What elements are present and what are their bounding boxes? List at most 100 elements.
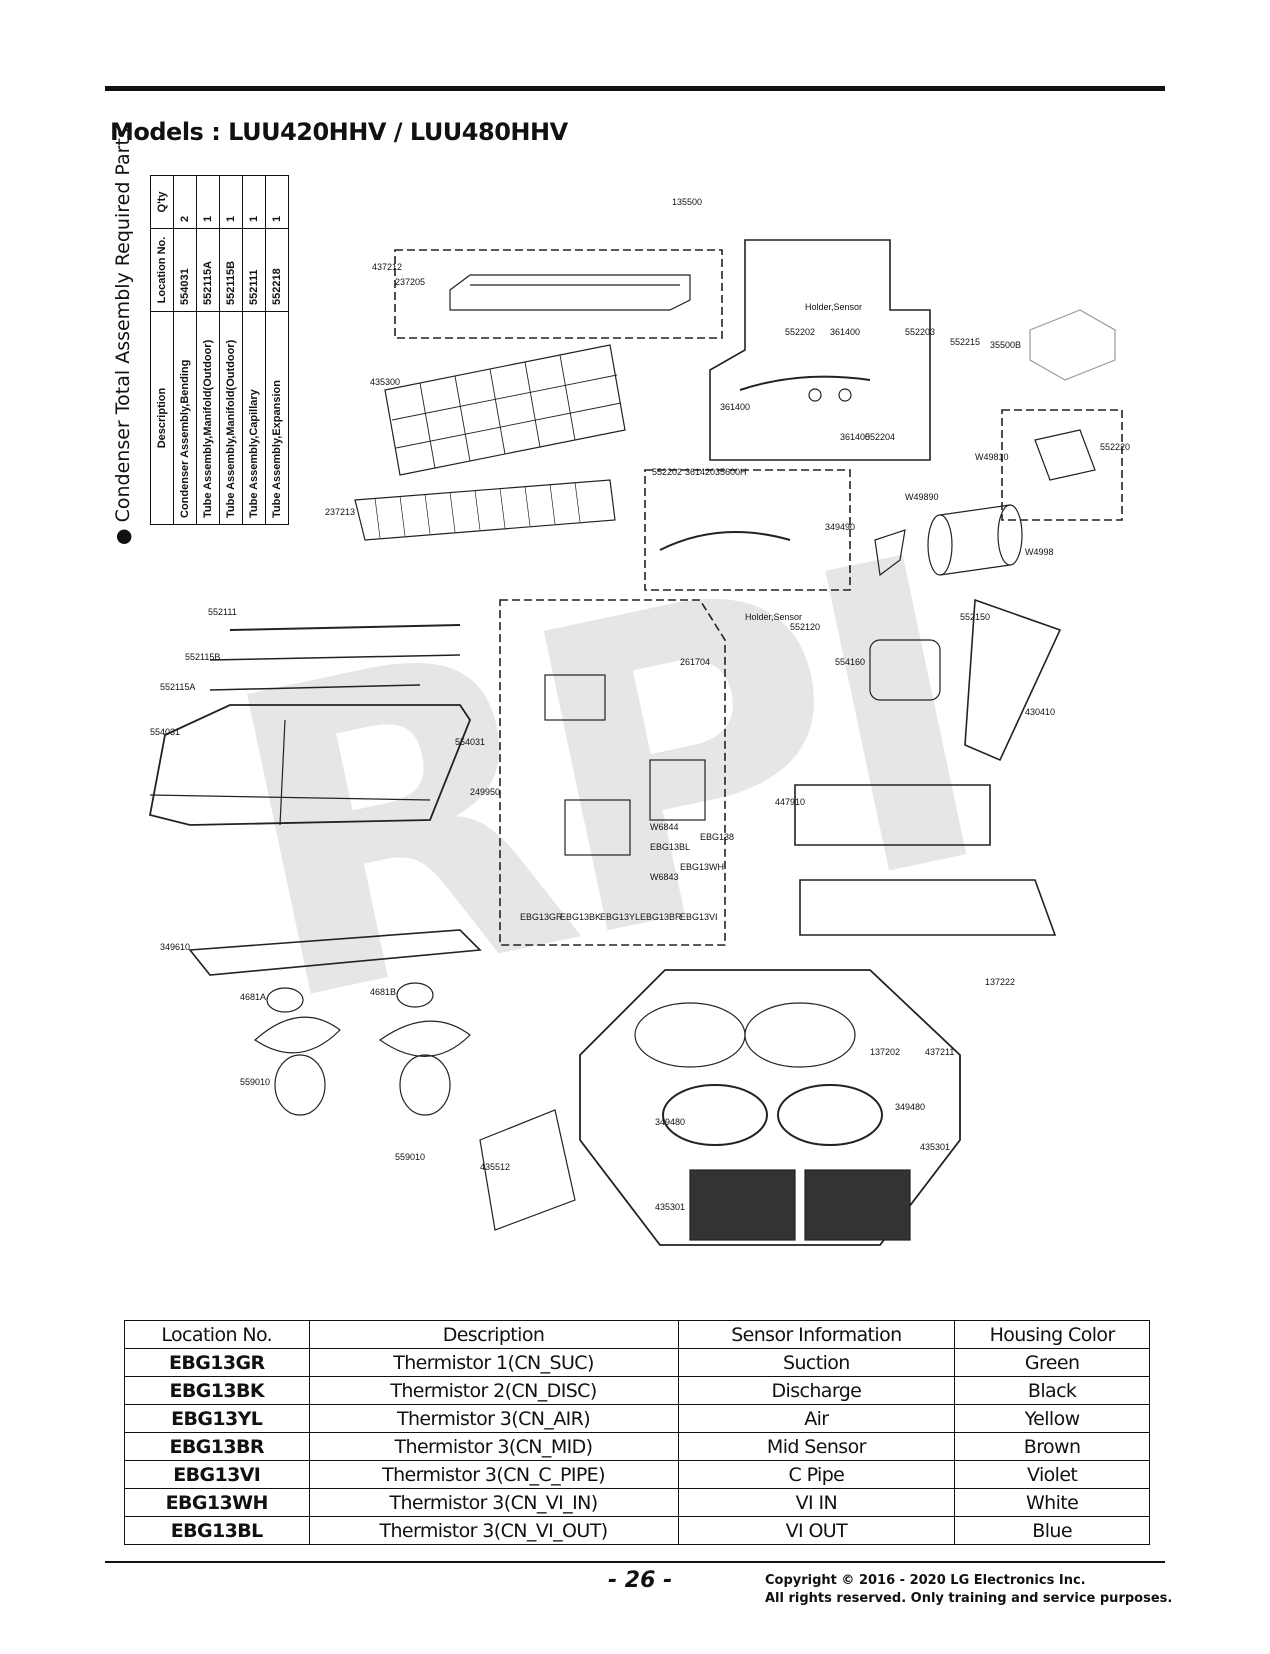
part-label: 554031 (455, 737, 485, 747)
side-panel-lower (799, 879, 1057, 936)
table-row: EBG13WH Thermistor 3(CN_VI_IN) VI IN Whi… (124, 1488, 1150, 1517)
cell: Brown (954, 1432, 1150, 1461)
part-label: 361420 (685, 467, 715, 477)
bottom-rule (105, 1561, 1165, 1563)
cover-top-right (1029, 309, 1116, 381)
part-label: 554160 (835, 657, 865, 667)
part-label: 249950 (470, 787, 500, 797)
table-row: EBG13BL Thermistor 3(CN_VI_OUT) VI OUT B… (124, 1516, 1150, 1545)
part-label: 552204 (865, 432, 895, 442)
cell: White (954, 1488, 1150, 1517)
table-row: EBG13VI Thermistor 3(CN_C_PIPE) C Pipe V… (124, 1460, 1150, 1489)
cell: Suction (677, 1348, 956, 1377)
part-label: 552115A (160, 682, 195, 692)
shroud-2 (777, 1084, 883, 1146)
cell: Thermistor 3(CN_VI_IN) (308, 1488, 679, 1517)
tube-manifold-a (209, 684, 421, 691)
part-label: 137202 (870, 1047, 900, 1057)
fan-blade-1 (254, 1016, 341, 1116)
part-label: 435301 (920, 1142, 950, 1152)
cell: Mid Sensor (677, 1432, 956, 1461)
cell: EBG13VI (124, 1460, 310, 1489)
top-panel-group (579, 969, 961, 1246)
col-description: Description (308, 1320, 679, 1349)
sensor-table: Location No. Description Sensor Informat… (124, 1320, 1150, 1545)
col-housing-color: Housing Color (954, 1320, 1150, 1349)
copyright-line-1: Copyright © 2016 - 2020 LG Electronics I… (765, 1573, 1086, 1588)
part-label: W4998 (1025, 547, 1054, 557)
valve-group-box (709, 239, 931, 461)
pcb-1 (544, 674, 606, 721)
table-row: EBG13BK Thermistor 2(CN_DISC) Discharge … (124, 1376, 1150, 1405)
cell: Green (954, 1348, 1150, 1377)
part-label: 349480 (655, 1117, 685, 1127)
part-label: EBG13WH (680, 862, 724, 872)
tube-manifold-b (209, 654, 461, 661)
top-rule (105, 86, 1165, 91)
base-frame (188, 929, 482, 976)
part-label: 135500 (672, 197, 702, 207)
cell: Thermistor 1(CN_SUC) (308, 1348, 679, 1377)
cell: Discharge (677, 1376, 956, 1405)
cell: EBG13GR (124, 1348, 310, 1377)
top-panel (449, 274, 691, 311)
part-label: 559010 (240, 1077, 270, 1087)
fan-motor-2 (396, 982, 434, 1008)
cell: VI IN (677, 1488, 956, 1517)
tube-capillary (229, 624, 461, 631)
part-label: EBG13GR (520, 912, 563, 922)
fan-guard-1 (689, 1169, 796, 1241)
cell: EBG13YL (124, 1404, 310, 1433)
part-label: W49890 (905, 492, 939, 502)
control-panel (964, 598, 1062, 762)
copyright: Copyright © 2016 - 2020 LG Electronics I… (765, 1572, 1172, 1608)
part-label: 137222 (985, 977, 1015, 987)
part-label: 237205 (395, 277, 425, 287)
part-label: 552120 (790, 622, 820, 632)
cell: EBG13BR (124, 1432, 310, 1461)
cell: Thermistor 3(CN_MID) (308, 1432, 679, 1461)
cell: EBG13BL (124, 1516, 310, 1545)
part-label: EBG13YL (600, 912, 640, 922)
pcb-3 (649, 759, 706, 821)
grille (384, 344, 626, 476)
part-label: EBG13BK (560, 912, 601, 922)
cell: Thermistor 3(CN_AIR) (308, 1404, 679, 1433)
cell: Yellow (954, 1404, 1150, 1433)
sensor-table-header: Location No. Description Sensor Informat… (124, 1320, 1150, 1349)
cell: C Pipe (677, 1460, 956, 1489)
part-label: 552202 (785, 327, 815, 337)
condenser (148, 704, 472, 826)
table-row: EBG13BR Thermistor 3(CN_MID) Mid Sensor … (124, 1432, 1150, 1461)
cell: VI OUT (677, 1516, 956, 1545)
part-label: EBG13BR (640, 912, 682, 922)
valve-middle-box (644, 469, 851, 591)
fan-blade-2 (378, 1020, 471, 1116)
pcb-box (499, 599, 726, 946)
part-label: W6844 (650, 822, 679, 832)
part-label: 435300 (370, 377, 400, 387)
part-label: Holder,Sensor (745, 612, 802, 622)
part-label: W49810 (975, 452, 1009, 462)
part-label: 261704 (680, 657, 710, 667)
page-title: Models : LUU420HHV / LUU480HHV (110, 118, 568, 146)
part-label: EBG138 (700, 832, 734, 842)
pcb-2 (564, 799, 631, 856)
table-row: EBG13GR Thermistor 1(CN_SUC) Suction Gre… (124, 1348, 1150, 1377)
part-label: 552111 (208, 607, 237, 617)
part-label: 552202 (652, 467, 682, 477)
part-label: 4681B (370, 987, 396, 997)
part-label: 552203 (905, 327, 935, 337)
cell: EBG13BK (124, 1376, 310, 1405)
fan-opening-2 (744, 1002, 856, 1068)
cell: Black (954, 1376, 1150, 1405)
accumulator (927, 514, 953, 576)
part-label: 435512 (480, 1162, 510, 1172)
part-label: 430410 (1025, 707, 1055, 717)
part-label: 4681A (240, 992, 266, 1002)
part-label: 437212 (372, 262, 402, 272)
fan-opening-1 (634, 1002, 746, 1068)
cell: Thermistor 2(CN_DISC) (308, 1376, 679, 1405)
part-label: 35500B (990, 340, 1021, 350)
part-label: 237213 (325, 507, 355, 517)
